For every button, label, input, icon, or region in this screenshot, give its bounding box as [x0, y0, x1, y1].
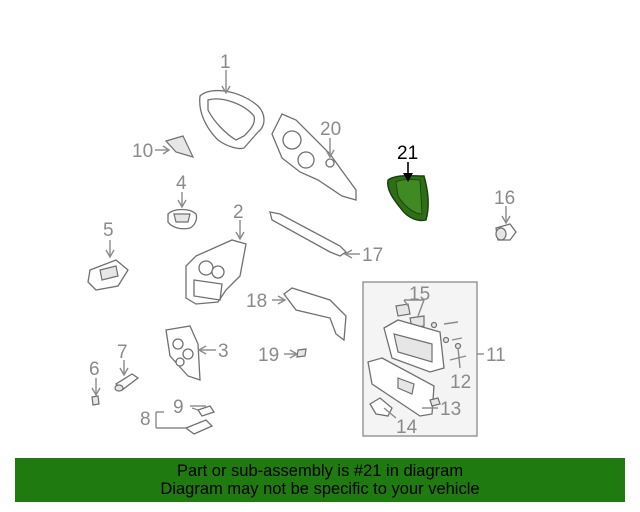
glove-box-group: 11 15 12 13 14 [362, 281, 506, 438]
part-5: 5 [87, 220, 129, 291]
label-15: 15 [409, 284, 430, 305]
label-11: 11 [486, 345, 506, 366]
label-7: 7 [117, 342, 128, 363]
label-19: 19 [258, 345, 279, 366]
part-6: 6 [89, 359, 101, 406]
part-19: 19 [258, 345, 307, 366]
part-2: 2 [185, 202, 247, 305]
label-13: 13 [440, 399, 461, 420]
label-2: 2 [233, 202, 244, 223]
banner-line-1: Part or sub-assembly is #21 in diagram [176, 462, 464, 480]
part-16: 16 [494, 188, 517, 241]
label-20: 20 [320, 119, 341, 140]
label-14: 14 [396, 417, 418, 438]
part-7: 7 [114, 342, 140, 392]
part-1-gauge-hood: 1 [199, 52, 265, 150]
label-3: 3 [218, 341, 229, 362]
label-12: 12 [450, 372, 471, 393]
label-16: 16 [494, 188, 515, 209]
label-10: 10 [132, 141, 153, 162]
part-17: 17 [269, 211, 383, 266]
part-10: 10 [132, 135, 195, 162]
part-4: 4 [167, 173, 198, 230]
info-banner: Part or sub-assembly is #21 in diagram D… [15, 458, 625, 502]
part-18: 18 [246, 287, 347, 342]
label-5: 5 [103, 220, 114, 241]
part-21-highlighted: 21 [387, 143, 429, 222]
part-8-9: 8 9 [140, 397, 216, 435]
label-6: 6 [89, 359, 100, 380]
part-3: 3 [165, 325, 229, 381]
part-20-center-bezel: 20 [271, 113, 357, 201]
parts-diagram: 1 10 20 21 16 4 [87, 52, 517, 438]
label-4: 4 [176, 173, 187, 194]
banner-line-2: Diagram may not be specific to your vehi… [160, 480, 480, 498]
label-17: 17 [362, 245, 383, 266]
label-18: 18 [246, 291, 267, 312]
label-21: 21 [397, 143, 418, 164]
label-9: 9 [173, 397, 184, 418]
label-1: 1 [220, 52, 231, 73]
label-8: 8 [140, 409, 151, 430]
